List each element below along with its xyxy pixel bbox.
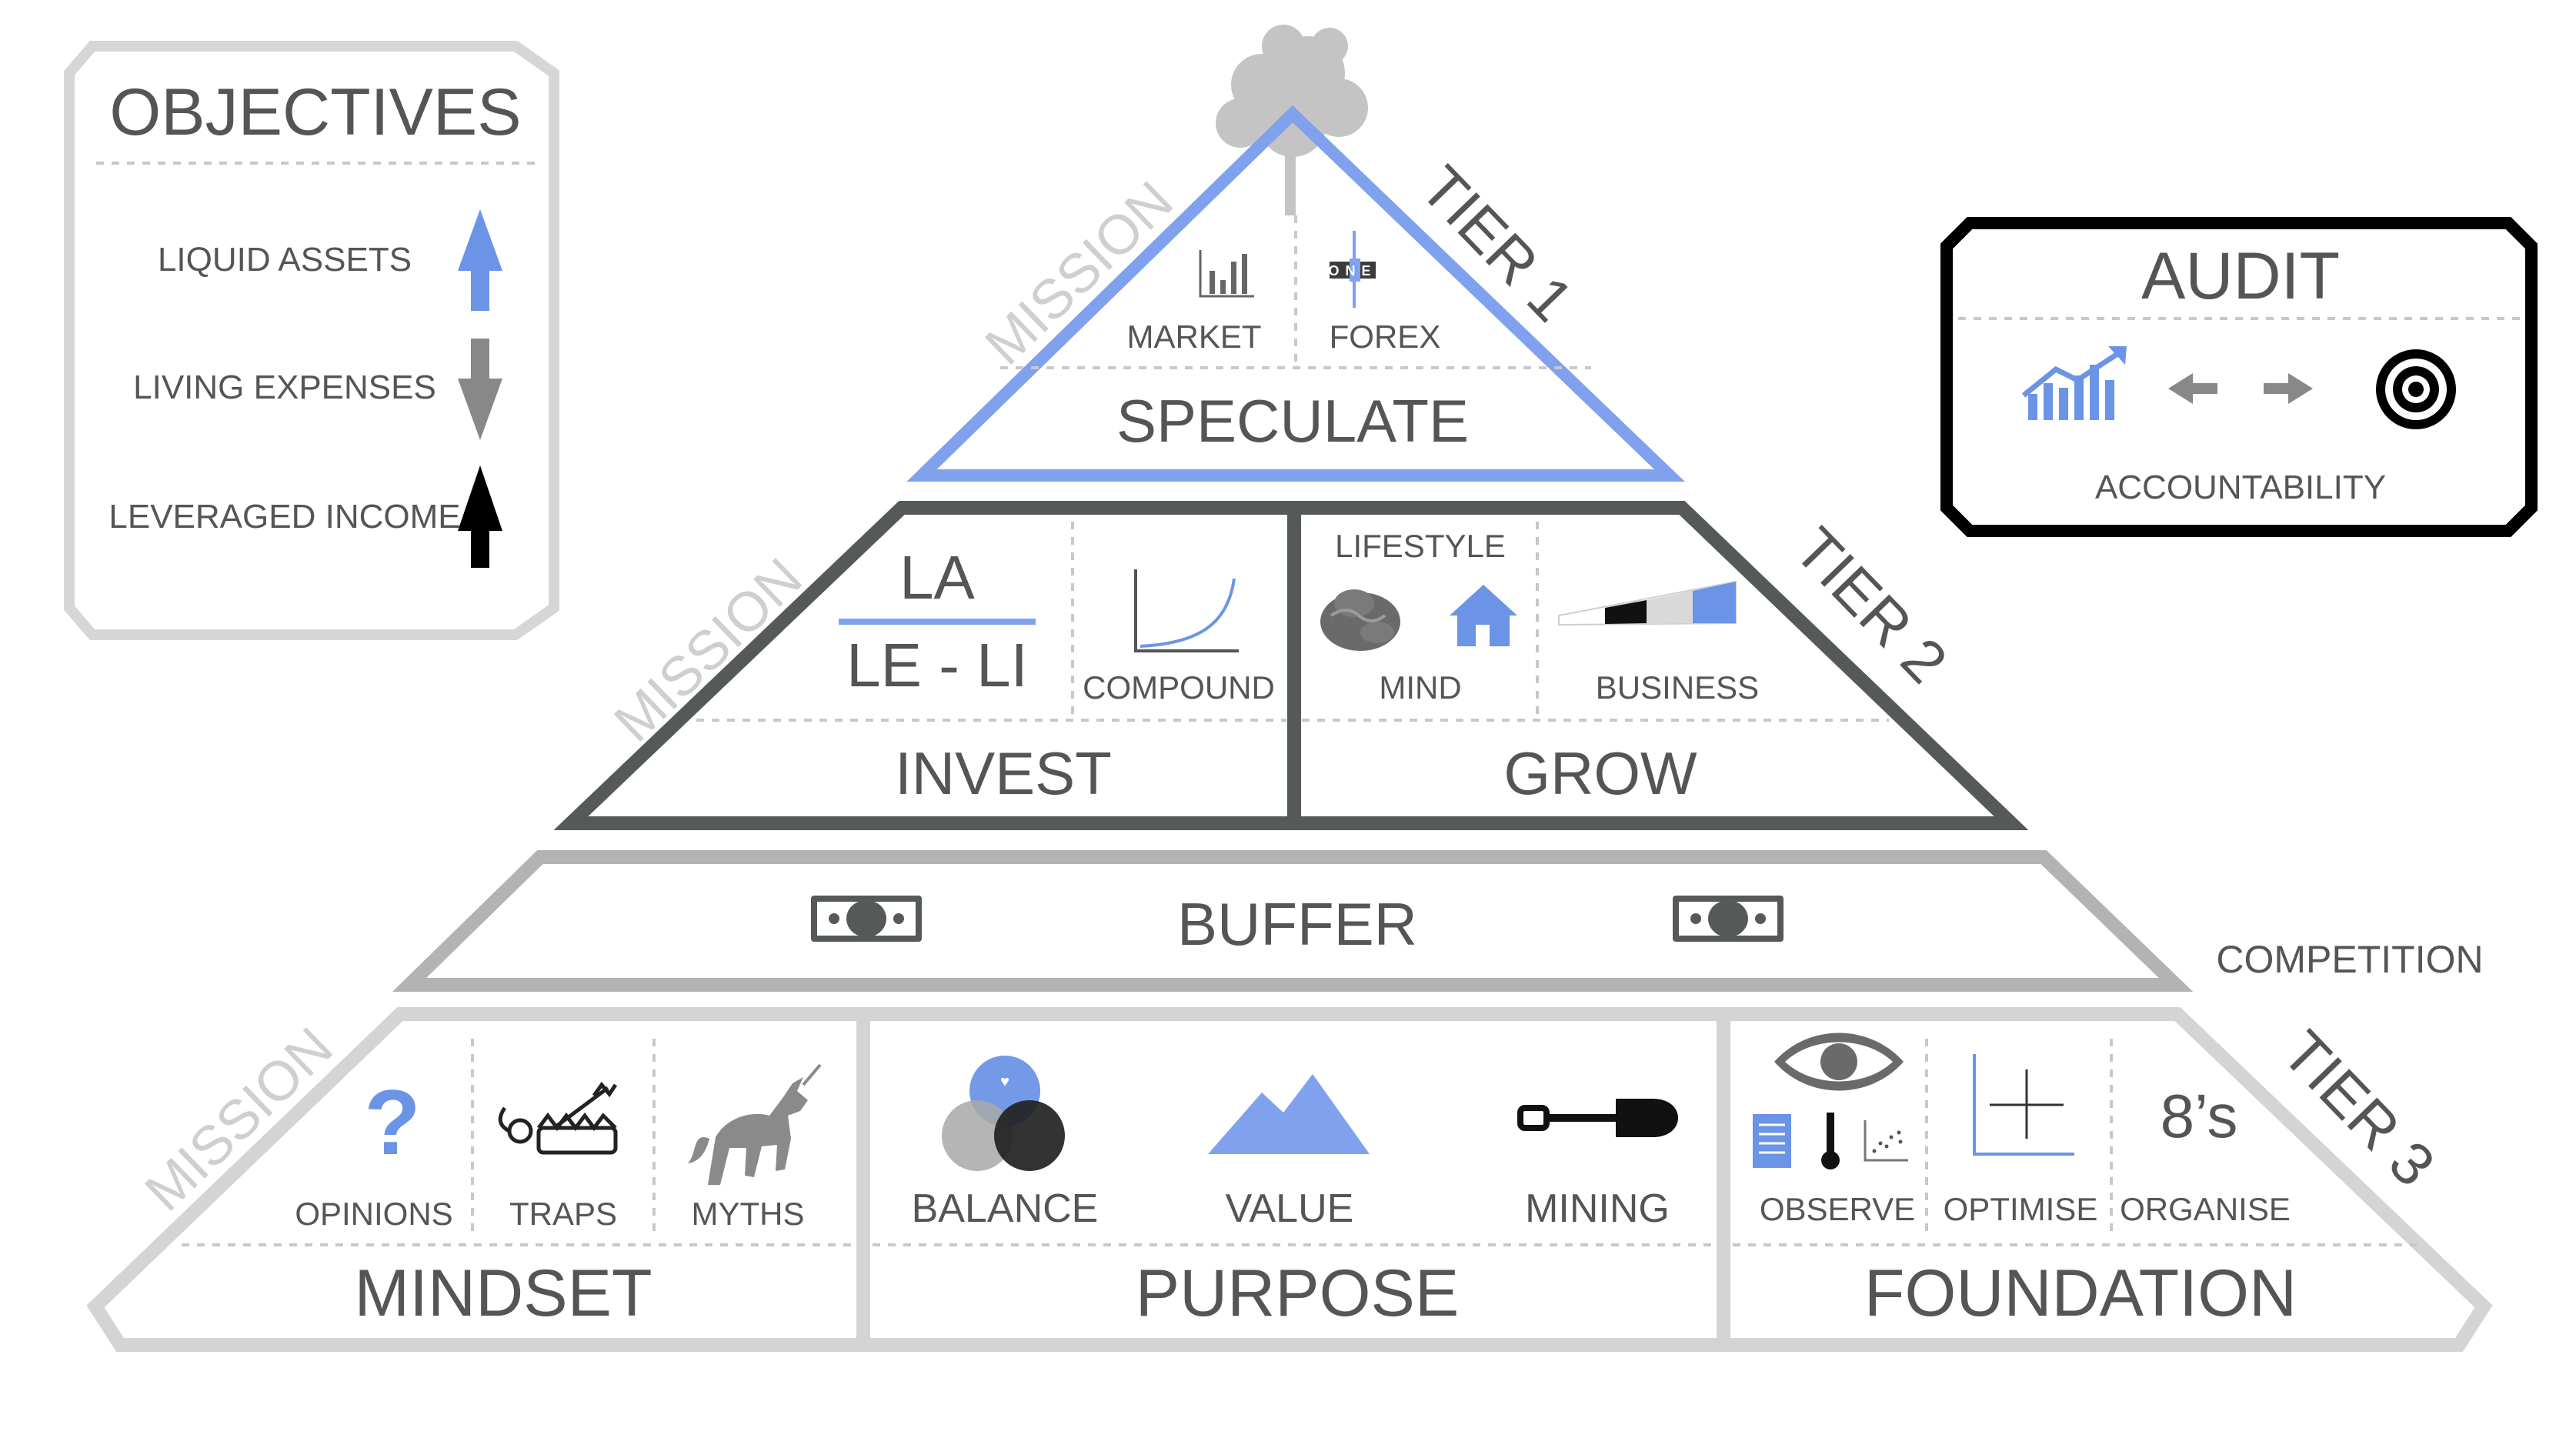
tier1-item-market: MARKET xyxy=(1126,319,1261,355)
foundation-eights: 8’s xyxy=(2161,1082,2238,1150)
forex-logo-icon: ONE xyxy=(1328,231,1376,308)
svg-text:♥: ♥ xyxy=(1000,1073,1009,1090)
buffer-competition-label: COMPETITION xyxy=(2216,938,2483,981)
audit-frame xyxy=(1940,217,2538,537)
invest-compound-label: COMPOUND xyxy=(1083,669,1275,706)
foundation-item-organise: ORGANISE xyxy=(2120,1191,2291,1227)
arrow-up-black-icon xyxy=(458,465,502,568)
progress-wedge-icon xyxy=(1558,580,1737,626)
trap-icon xyxy=(498,1081,618,1155)
mindset-item-traps: TRAPS xyxy=(509,1196,617,1232)
tier1-item-forex: FOREX xyxy=(1330,319,1441,355)
growth-chart-icon xyxy=(2021,346,2127,420)
buffer-section: BUFFER COMPETITION xyxy=(392,850,2484,992)
tier1-section: ONE MARKET FOREX SPECULATE MISSION TIER … xyxy=(906,25,1685,482)
grow-lifestyle-label: LIFESTYLE xyxy=(1335,528,1506,564)
arrow-up-blue-icon xyxy=(458,209,502,311)
notepad-icon xyxy=(1753,1114,1791,1168)
purpose-item-balance: BALANCE xyxy=(912,1186,1099,1231)
purpose-item-value: VALUE xyxy=(1226,1186,1354,1231)
audit-panel: AUDIT ACCOUNTABILITY xyxy=(1940,217,2538,537)
tier3-section: ? OPINIONS TRAPS MYTHS MINDSET ♥ xyxy=(86,1007,2493,1352)
brain-icon xyxy=(1320,589,1400,651)
tier2-section: LA LE - LI COMPOUND INVEST LIFESTYLE MIN… xyxy=(553,501,2029,830)
objectives-title: OBJECTIVES xyxy=(109,75,521,149)
tier3-mission-label: MISSION xyxy=(134,1016,345,1223)
objectives-frame xyxy=(64,41,559,640)
compound-curve-icon xyxy=(1134,569,1239,652)
buffer-title: BUFFER xyxy=(1177,890,1417,958)
tier3-label: TIER 3 xyxy=(2270,1018,2448,1199)
target-icon xyxy=(2376,349,2456,429)
thermometer-icon xyxy=(1821,1113,1840,1169)
mindset-item-opinions: OPINIONS xyxy=(295,1196,452,1232)
tree-icon xyxy=(1216,25,1368,215)
question-mark-icon: ? xyxy=(364,1071,420,1174)
money-bill-icon xyxy=(811,896,922,942)
purpose-title: PURPOSE xyxy=(1136,1256,1460,1330)
objective-label-liquid-assets: LIQUID ASSETS xyxy=(158,241,412,279)
optimise-axes-icon xyxy=(1973,1054,2074,1156)
audit-caption: ACCOUNTABILITY xyxy=(2095,469,2386,506)
arrow-down-gray-icon xyxy=(458,339,502,440)
tier1-triangle xyxy=(906,105,1685,482)
objective-label-living-expenses: LIVING EXPENSES xyxy=(133,369,436,406)
forex-logo-text: ONE xyxy=(1328,263,1376,279)
tier2-trapezoid xyxy=(553,501,2029,830)
buffer-band xyxy=(392,850,2194,992)
grow-business-label: BUSINESS xyxy=(1596,669,1759,706)
grow-title: GROW xyxy=(1503,739,1697,807)
invest-title: INVEST xyxy=(895,739,1112,807)
balance-venn-icon: ♥ xyxy=(942,1056,1065,1171)
bar-chart-icon xyxy=(1199,250,1254,298)
house-icon xyxy=(1450,585,1517,646)
tier2-label: TIER 2 xyxy=(1782,515,1960,696)
audit-title: AUDIT xyxy=(2141,239,2340,313)
invest-formula-top: LA xyxy=(899,543,975,612)
scatter-plot-icon xyxy=(1864,1120,1908,1162)
grow-mind-label: MIND xyxy=(1379,669,1461,706)
tier2-mission-label: MISSION xyxy=(603,547,814,754)
foundation-title: FOUNDATION xyxy=(1864,1256,2297,1330)
eye-icon xyxy=(1774,1033,1904,1091)
mindset-item-myths: MYTHS xyxy=(692,1196,805,1232)
foundation-item-optimise: OPTIMISE xyxy=(1944,1191,2098,1227)
tier1-title: SPECULATE xyxy=(1116,387,1469,455)
money-bill-icon xyxy=(1673,896,1784,942)
tier3-trapezoid xyxy=(86,1007,2493,1352)
objective-label-leveraged-income: LEVERAGED INCOME xyxy=(108,498,460,535)
purpose-item-mining: MINING xyxy=(1525,1186,1670,1231)
mindset-title: MINDSET xyxy=(355,1256,652,1330)
shovel-icon xyxy=(1517,1099,1678,1137)
foundation-item-observe: OBSERVE xyxy=(1760,1191,1915,1227)
double-arrow-icon xyxy=(2168,373,2313,404)
invest-formula-bottom: LE - LI xyxy=(846,631,1028,699)
unicorn-icon xyxy=(688,1063,822,1185)
objectives-panel: OBJECTIVES LIQUID ASSETS LIVING EXPENSES… xyxy=(64,41,559,640)
mountain-icon xyxy=(1208,1074,1370,1154)
